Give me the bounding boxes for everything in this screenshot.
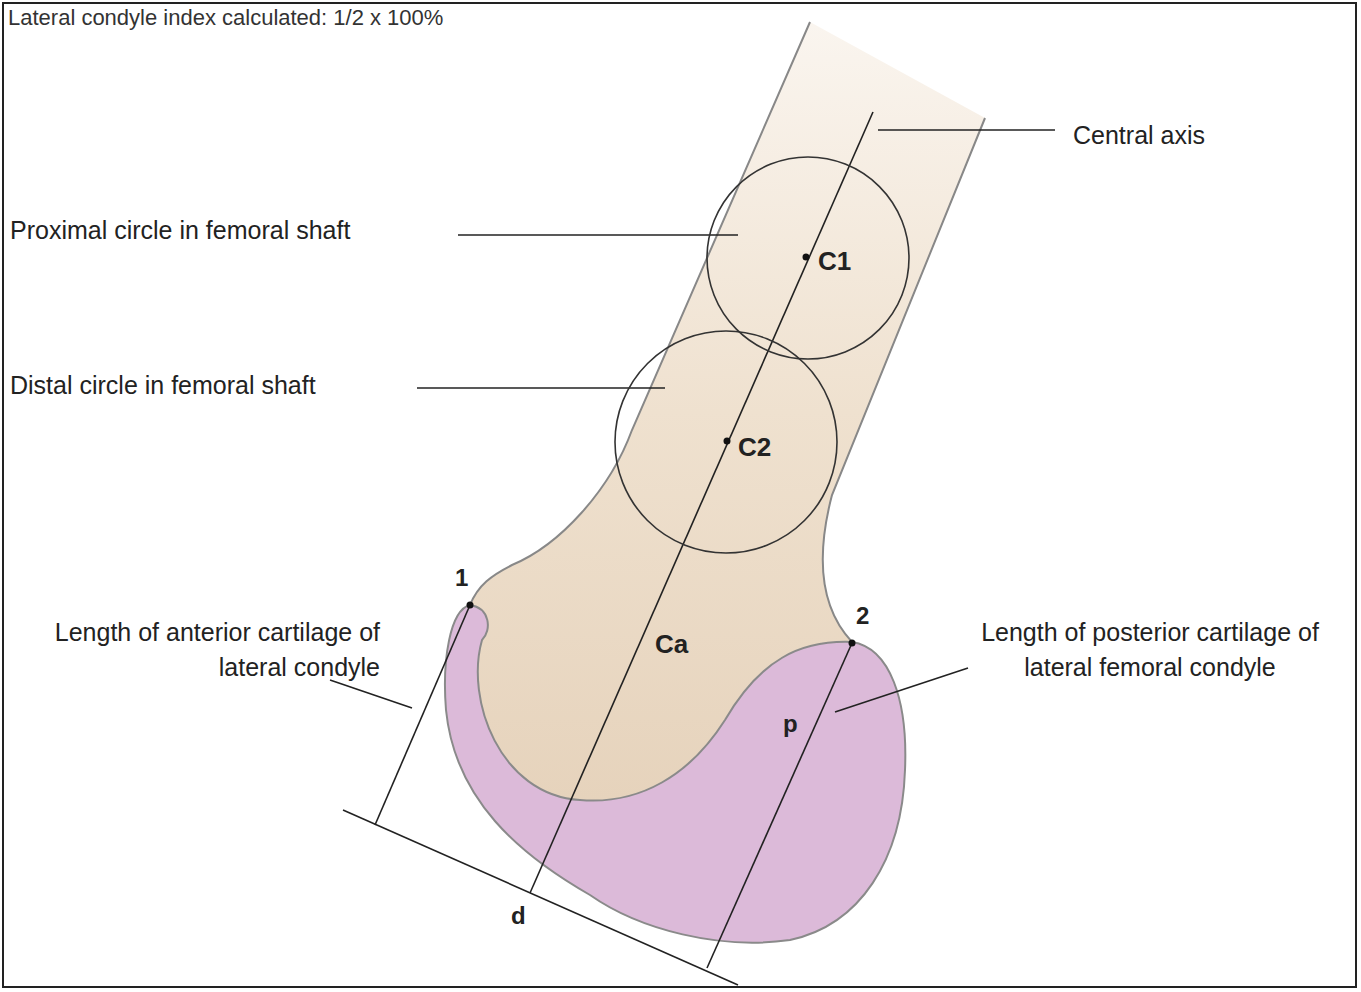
leader-line [458, 234, 738, 236]
tangent-line [343, 810, 738, 985]
shaft-circle: C2 [614, 330, 838, 554]
point-dot [467, 602, 474, 609]
axis-point-label: Ca [655, 628, 688, 662]
point-dot [803, 254, 810, 261]
point-label: p [783, 708, 798, 739]
point-dot [849, 640, 856, 647]
point-label: d [511, 900, 526, 931]
title: Lateral condyle index calculated: 1/2 x … [8, 4, 443, 33]
central-axis [530, 112, 873, 893]
leader-line [835, 668, 968, 712]
shaft-edge [470, 22, 810, 605]
circle-label: Distal circle in femoral shaft [10, 369, 316, 402]
circle-outline [706, 156, 910, 360]
shaft-edge [823, 118, 985, 642]
callout-number: 2 [856, 600, 869, 631]
center-label: C2 [738, 432, 771, 463]
leader-line [878, 129, 1055, 131]
cartilage-label: Length of anterior cartilage of lateral … [10, 615, 380, 684]
center-label: C1 [818, 246, 851, 277]
axis-label: Central axis [1073, 119, 1205, 152]
circle-label: Proximal circle in femoral shaft [10, 214, 350, 247]
circle-shape [615, 331, 837, 553]
cartilage [445, 605, 905, 943]
shaft-circle: C1 [706, 156, 910, 360]
callout-number: 1 [455, 562, 468, 593]
leader-line [330, 680, 412, 708]
circle-shape [707, 157, 909, 359]
posterior-length-line [707, 643, 852, 968]
cartilage-label: Length of posterior cartilage of lateral… [955, 615, 1345, 684]
circle-outline [614, 330, 838, 554]
anterior-length-line [375, 605, 470, 825]
femur-bone [470, 22, 985, 801]
point-dot [724, 438, 731, 445]
